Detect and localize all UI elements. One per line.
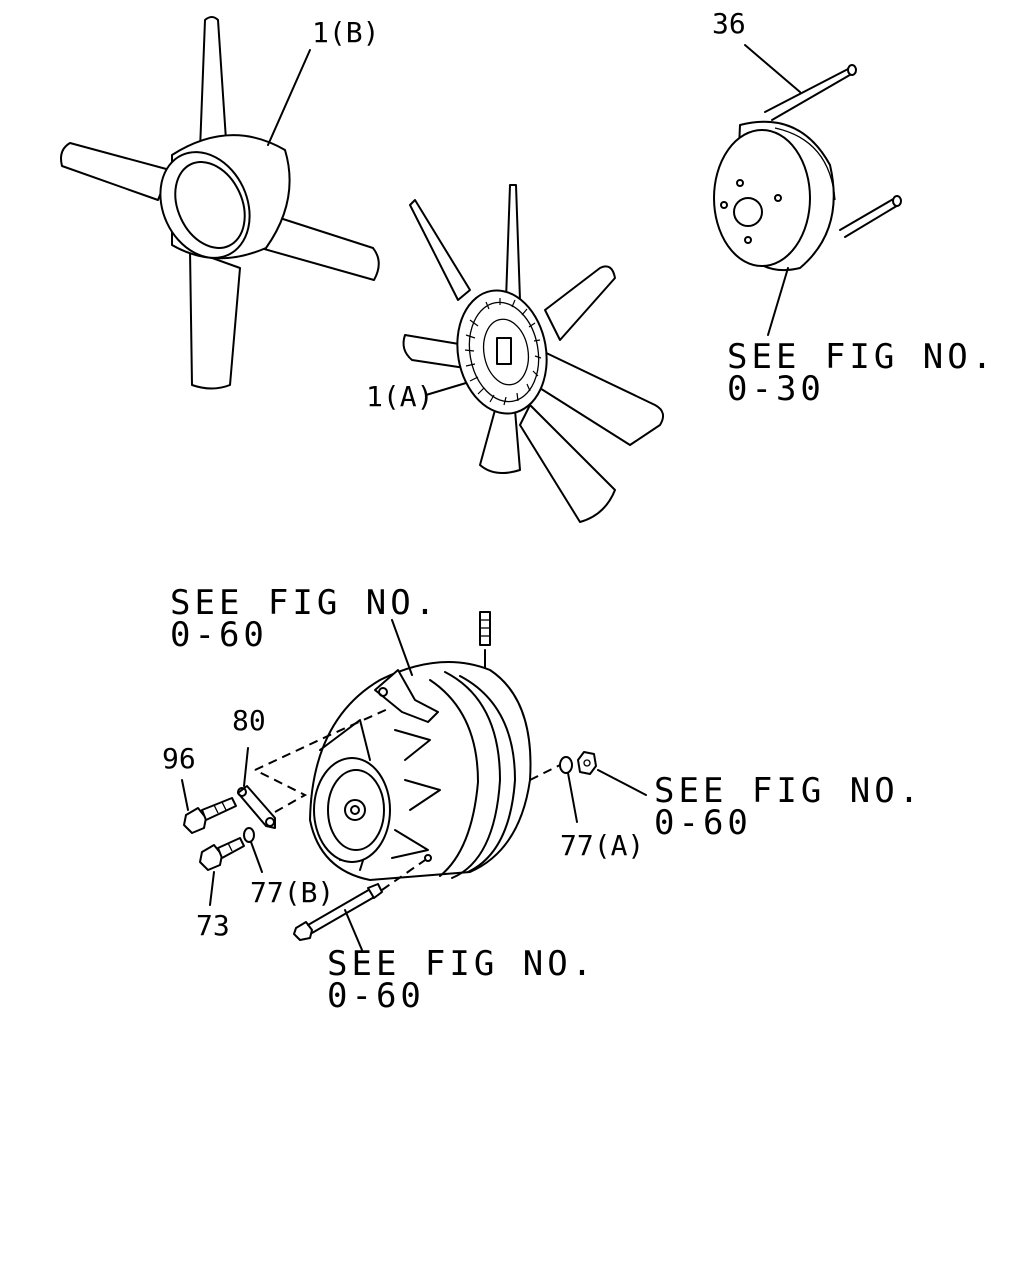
- callout-fan-b: 1(B): [312, 16, 379, 49]
- through-bolt: [293, 857, 429, 951]
- ref-nut-line2: 0-60: [654, 803, 752, 843]
- ref-nut-line1: SEE FIG NO.: [654, 771, 923, 811]
- callout-fan-a: 1(A): [366, 380, 433, 413]
- ref-pulley-line1: SEE FIG NO.: [727, 337, 996, 377]
- bolt-73: [199, 837, 245, 906]
- callout-bolt-96: 96: [162, 742, 196, 775]
- callout-bracket-80: 80: [232, 704, 266, 737]
- ref-pulley-line2: 0-30: [727, 369, 825, 409]
- callout-belt-36: 36: [712, 7, 746, 40]
- alternator: [309, 611, 532, 881]
- adjusting-bracket: [237, 707, 391, 829]
- ref-bolt-line1: SEE FIG NO.: [327, 944, 596, 984]
- ref-alternator-line1: SEE FIG NO.: [170, 583, 439, 623]
- nut-and-washer-right: [529, 751, 647, 823]
- lock-washer-77b: [243, 827, 263, 873]
- bolt-96: [181, 779, 237, 834]
- fan-four-blade: [60, 16, 380, 390]
- fan-clutch-seven-blade: [402, 184, 665, 523]
- callout-bolt-73: 73: [196, 909, 230, 942]
- ref-bolt-line2: 0-60: [327, 976, 425, 1016]
- callout-washer-77b: 77(B): [250, 876, 334, 909]
- ref-alternator-line2: 0-60: [170, 615, 268, 655]
- fan-pulley: [713, 44, 902, 336]
- callout-washer-77a: 77(A): [560, 829, 644, 862]
- clutch-fins: [464, 298, 542, 406]
